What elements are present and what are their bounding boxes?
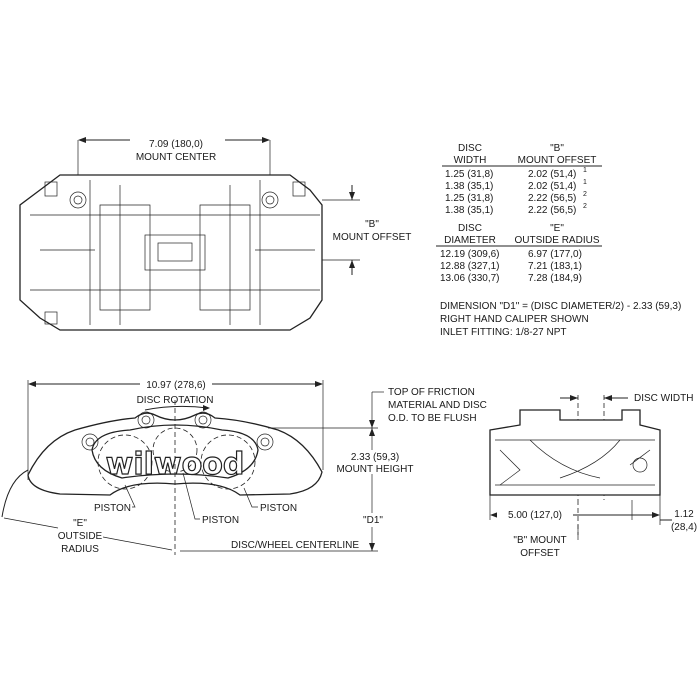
- piston-label-center: PISTON: [202, 515, 239, 526]
- cell-note: 1: [583, 179, 587, 186]
- disc-diameter-table: DISC DIAMETER "E" OUTSIDE RADIUS 12.19 (…: [436, 223, 602, 284]
- friction-note-line-3: O.D. TO BE FLUSH: [388, 413, 477, 424]
- cell-offset: 2.22 (56,5): [528, 193, 576, 204]
- cell-radius: 7.28 (184,9): [528, 273, 582, 284]
- table-row: 12.88 (327,1) 7.21 (183,1): [440, 261, 582, 272]
- cell-note: 2: [583, 203, 587, 210]
- header-e: "E": [550, 223, 564, 234]
- centerline-label: DISC/WHEEL CENTERLINE: [231, 540, 359, 551]
- cell-note: 2: [583, 191, 587, 198]
- outside-label: OUTSIDE: [58, 531, 103, 542]
- b-offset-label: OFFSET: [520, 548, 559, 559]
- note-right-hand: RIGHT HAND CALIPER SHOWN: [440, 314, 589, 325]
- header-disc: DISC: [458, 223, 482, 234]
- cell-diameter: 12.19 (309,6): [440, 249, 500, 260]
- cell-note: 1: [583, 167, 587, 174]
- table-row: 13.06 (330,7) 7.28 (184,9): [440, 273, 582, 284]
- top-view: 7.09 (180,0) MOUNT CENTER "B" MOUNT OFFS…: [19, 137, 412, 331]
- disc-width-label: DISC WIDTH: [634, 393, 693, 404]
- cell-diameter: 12.88 (327,1): [440, 261, 500, 272]
- cell-width: 1.25 (31,8): [445, 193, 493, 204]
- mount-height-label: MOUNT HEIGHT: [336, 464, 413, 475]
- cell-offset: 2.22 (56,5): [528, 205, 576, 216]
- radius-label: RADIUS: [61, 544, 99, 555]
- disc-width-table: DISC WIDTH "B" MOUNT OFFSET 1.25 (31,8) …: [442, 143, 602, 216]
- table-row: 12.19 (309,6) 6.97 (177,0): [440, 249, 582, 260]
- end-width-dimension: 5.00 (127,0): [508, 510, 562, 521]
- table-row: 1.25 (31,8) 2.02 (51,4) 1: [445, 167, 587, 180]
- side-view: 10.97 (278,6) DISC ROTATION wilwood PIST…: [1, 380, 487, 555]
- b-mount-label: "B" MOUNT: [513, 535, 566, 546]
- mount-center-dimension: 7.09 (180,0): [149, 139, 203, 150]
- offset-value: 1.12: [674, 509, 694, 520]
- header-outside-radius: OUTSIDE RADIUS: [514, 235, 599, 246]
- offset-value-mm: (28,4): [671, 522, 697, 533]
- note-inlet: INLET FITTING: 1/8-27 NPT: [440, 327, 567, 338]
- mount-offset-label: MOUNT OFFSET: [333, 232, 412, 243]
- b-label: "B": [365, 219, 379, 230]
- cell-offset: 2.02 (51,4): [528, 169, 576, 180]
- d1-label: "D1": [363, 515, 383, 526]
- mount-height-value: 2.33 (59,3): [351, 452, 399, 463]
- friction-note-line-2: MATERIAL AND DISC: [388, 400, 487, 411]
- note-d1: DIMENSION "D1" = (DISC DIAMETER/2) - 2.3…: [440, 301, 681, 312]
- cell-diameter: 13.06 (330,7): [440, 273, 500, 284]
- table-row: 1.25 (31,8) 2.22 (56,5) 2: [445, 191, 587, 204]
- cell-offset: 2.02 (51,4): [528, 181, 576, 192]
- cell-width: 1.38 (35,1): [445, 181, 493, 192]
- cell-width: 1.25 (31,8): [445, 169, 493, 180]
- header-mount-offset: MOUNT OFFSET: [518, 155, 597, 166]
- end-view: DISC WIDTH 5.00 (127,0) 1.12 (28,4) "B" …: [489, 393, 697, 559]
- e-label: "E": [73, 518, 87, 529]
- table-row: 1.38 (35,1) 2.22 (56,5) 2: [445, 203, 587, 216]
- header-disc: DISC: [458, 143, 482, 154]
- header-diameter: DIAMETER: [444, 235, 496, 246]
- cell-radius: 7.21 (183,1): [528, 261, 582, 272]
- header-b: "B": [550, 143, 564, 154]
- table-row: 1.38 (35,1) 2.02 (51,4) 1: [445, 179, 587, 192]
- notes: DIMENSION "D1" = (DISC DIAMETER/2) - 2.3…: [440, 301, 681, 338]
- cell-radius: 6.97 (177,0): [528, 249, 582, 260]
- piston-label-left: PISTON: [94, 503, 131, 514]
- friction-note-line-1: TOP OF FRICTION: [388, 387, 475, 398]
- cell-width: 1.38 (35,1): [445, 205, 493, 216]
- header-width: WIDTH: [454, 155, 487, 166]
- mount-center-label: MOUNT CENTER: [136, 152, 216, 163]
- piston-label-right: PISTON: [260, 503, 297, 514]
- overall-length-dimension: 10.97 (278,6): [146, 380, 206, 391]
